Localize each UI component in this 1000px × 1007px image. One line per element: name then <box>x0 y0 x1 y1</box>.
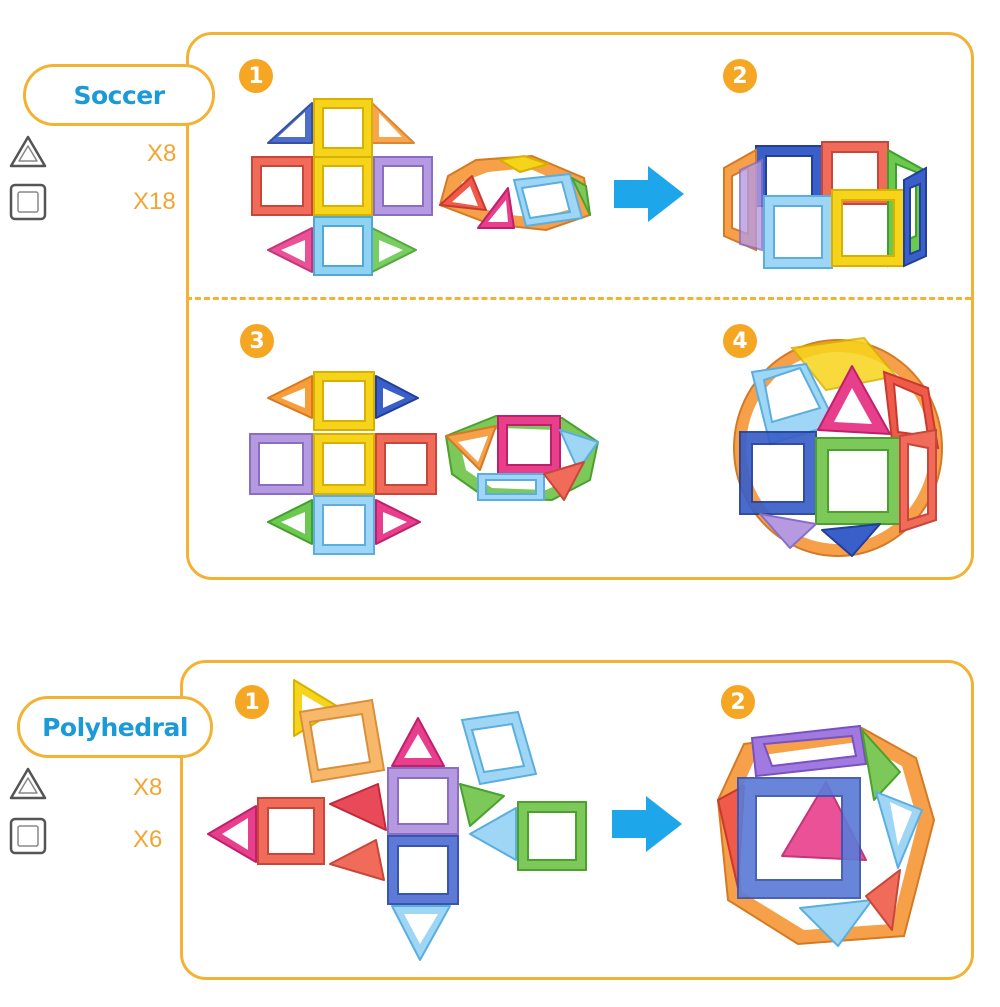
soccer-square-count: X18 <box>133 188 176 215</box>
soccer-triangle-count: X8 <box>147 140 177 167</box>
soccer-step-1-dome <box>438 154 592 232</box>
triangle-outline-icon <box>9 767 47 800</box>
soccer-step-4-badge: 4 <box>723 324 757 358</box>
soccer-step-3-bowl <box>444 414 600 502</box>
soccer-step-2-badge: 2 <box>723 59 757 93</box>
polyhedral-step-2-badge: 2 <box>721 685 755 719</box>
soccer-step-3-net <box>249 371 437 555</box>
right-arrow-icon <box>614 166 684 222</box>
square-outline-icon <box>9 183 47 221</box>
square-outline-icon <box>9 817 47 855</box>
polyhedral-step-2-solid <box>716 724 936 947</box>
soccer-step-1-net <box>251 98 433 276</box>
polyhedral-step-1-badge: 1 <box>235 685 269 719</box>
soccer-step-4-ball <box>733 336 943 557</box>
soccer-step-2-ring <box>723 141 927 269</box>
polyhedral-square-count: X6 <box>133 826 163 853</box>
polyhedral-triangle-count: X8 <box>133 774 163 801</box>
soccer-step-1-badge: 1 <box>239 59 273 93</box>
polyhedral-step-1-net <box>207 679 587 961</box>
polyhedral-title: Polyhedral <box>17 696 213 758</box>
triangle-outline-icon <box>9 135 47 168</box>
soccer-step-3-badge: 3 <box>240 324 274 358</box>
step-divider <box>186 297 971 300</box>
soccer-title: Soccer <box>23 64 215 126</box>
right-arrow-icon <box>612 796 682 852</box>
